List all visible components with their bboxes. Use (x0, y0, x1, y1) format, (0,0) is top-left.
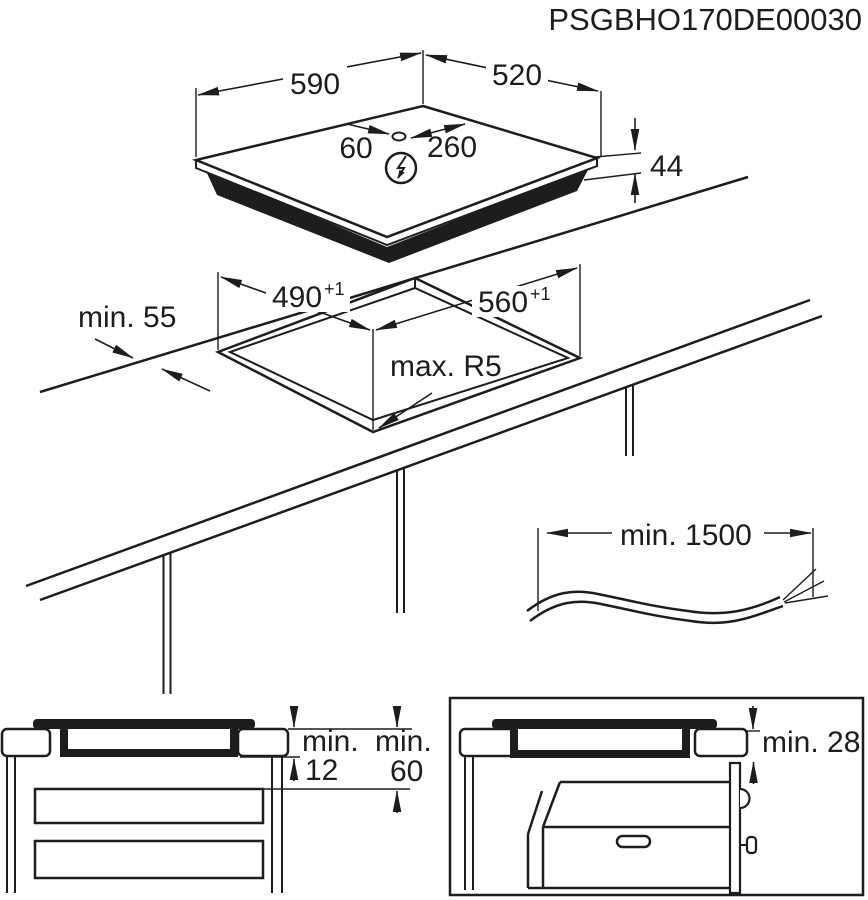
worktop-leg-right (625, 385, 634, 456)
oven-hinge-bump (739, 787, 751, 810)
counter-section-left (0, 727, 52, 758)
hob-tub-side (60, 729, 238, 757)
counter-section-right (236, 727, 290, 758)
min60-label: min. (375, 725, 432, 758)
rear-clearance-label: min. 55 (78, 301, 176, 334)
min28-label: min. 28 (762, 726, 860, 759)
drawing-title: PSGBHO170DE00030 (548, 2, 862, 37)
counter-section-left (458, 727, 517, 758)
dimension-line-60 (346, 123, 390, 135)
power-cable-view: min. 1500 (526, 516, 829, 625)
corner-radius-label: max. R5 (390, 350, 502, 383)
hob-width-label: 590 (290, 68, 340, 101)
cable-hole-span-label: 260 (427, 131, 477, 164)
worktop-leg-left (162, 553, 172, 694)
hob-body (206, 168, 589, 263)
counter-section-right (693, 727, 749, 758)
hob-tub-side (510, 729, 690, 758)
drawer-install-view: min. 12 min. 60 (0, 706, 432, 893)
worktop-cutout-view: 490 +1 560 +1 min. 55 max. R5 (25, 175, 823, 694)
cable-hole-offset-label: 60 (339, 132, 372, 165)
oven-handle (615, 834, 652, 849)
oven-side-knob (745, 835, 758, 855)
cutout-width-tolerance: +1 (530, 284, 551, 304)
cutout-depth-tolerance: +1 (324, 279, 345, 299)
dimension-line-260 (410, 123, 466, 139)
cutout-width-label: 560 (478, 286, 528, 319)
oven-install-view: min. 28 (448, 696, 865, 897)
worktop-front-edge-top (25, 298, 811, 588)
panel-border (448, 696, 865, 897)
arrow-max-r5 (378, 392, 433, 429)
min12-value: 12 (305, 754, 338, 787)
cable-length-label: min. 1500 (620, 519, 752, 552)
hob-glass-side (492, 719, 717, 729)
min12-label: min. (302, 725, 359, 758)
worktop-leg-middle (396, 467, 405, 613)
hob-glass-edge (195, 158, 598, 247)
lightning-bolt-icon (384, 151, 418, 185)
cable-icon (526, 568, 829, 625)
min60-value: 60 (390, 755, 423, 788)
hob-depth-label: 520 (492, 59, 542, 92)
hob-glass-side (33, 719, 255, 729)
arrow-min55-lower (161, 368, 211, 392)
arrow-min55-upper (94, 338, 134, 359)
oven-side-rail (728, 761, 742, 895)
oven-icon (526, 761, 758, 895)
cutout-depth-label: 490 (272, 281, 322, 314)
hob-height-label: 44 (650, 150, 683, 183)
cable-hole (391, 131, 407, 142)
cabinet-side-panel (464, 756, 474, 890)
drawer-lower (33, 839, 265, 880)
worktop-front-edge-bottom (39, 314, 823, 602)
cabinet-side-panels (6, 756, 283, 893)
drawer-upper (33, 787, 265, 825)
hob-isometric-view: 590 520 60 260 44 (191, 50, 683, 263)
